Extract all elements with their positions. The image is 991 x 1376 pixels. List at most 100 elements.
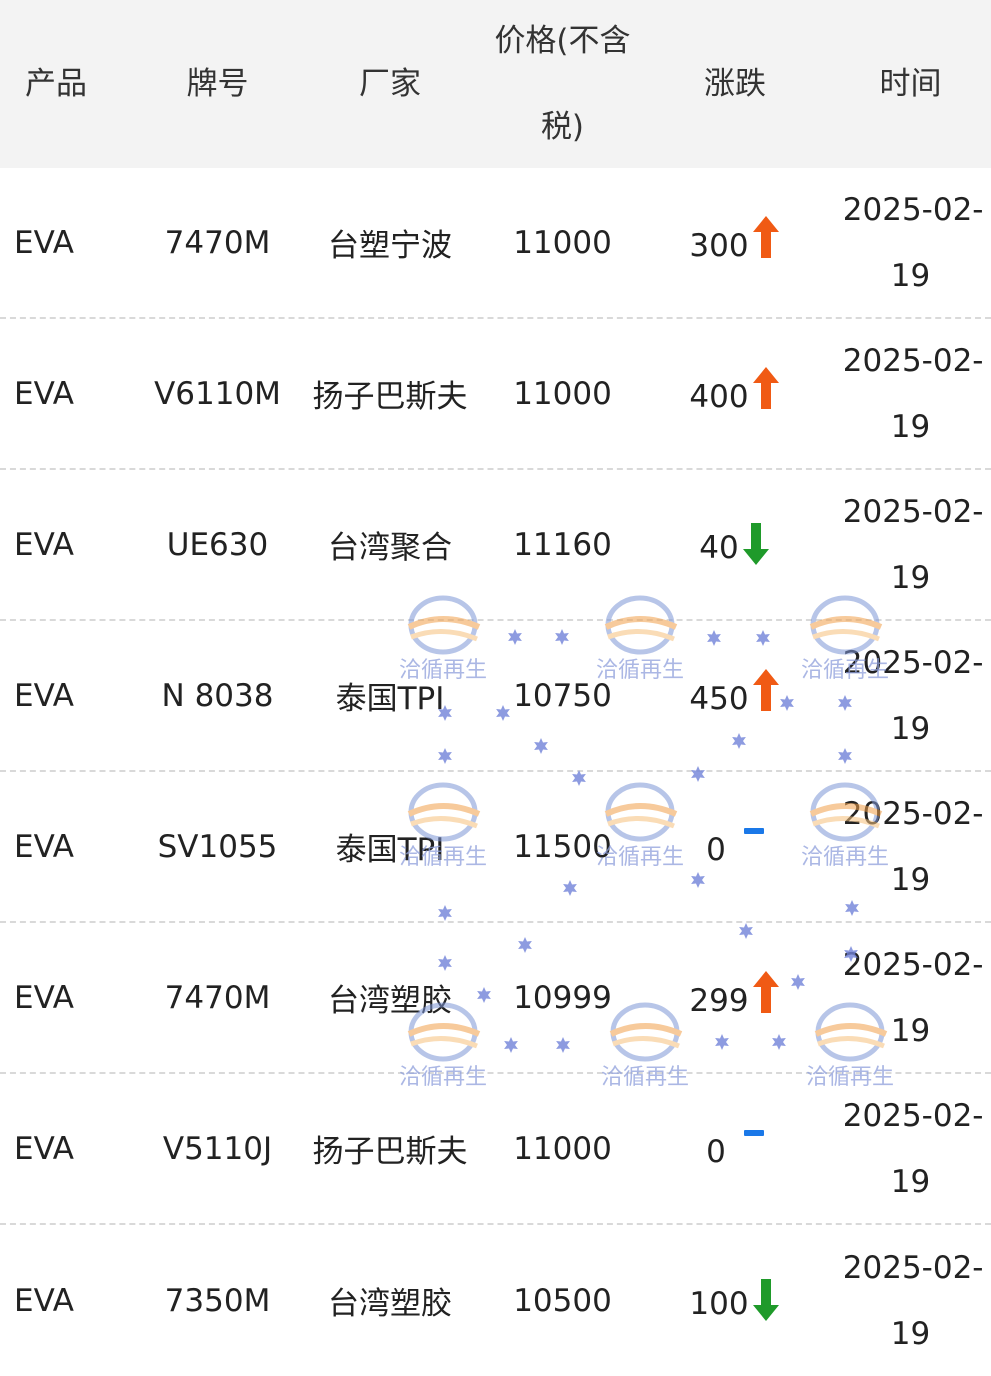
change-wrap: 300 (689, 215, 780, 264)
change-text: 400 (689, 378, 749, 415)
product-text: EVA (14, 526, 75, 563)
cell-product: EVA (0, 923, 102, 1072)
arrow-down-icon (742, 522, 769, 565)
cell-time: 2025-02- 19 (830, 319, 991, 468)
grade-text: 7470M (164, 979, 271, 1016)
change-wrap: 299 (689, 970, 780, 1019)
price-text: 11500 (513, 828, 612, 865)
grade-text: 7470M (164, 224, 271, 261)
header-price-line2: 税) (540, 109, 585, 145)
change-wrap: 40 (699, 522, 770, 567)
product-text: EVA (14, 979, 75, 1016)
cell-change: 100 (660, 1225, 810, 1376)
change-wrap: 450 (689, 668, 780, 717)
time-date-part: 2025-02- (842, 1249, 984, 1286)
cell-change: 400 (660, 319, 810, 468)
cell-change: 450 (660, 621, 810, 770)
header-maker: 厂家 (359, 66, 421, 102)
flat-dash-icon (743, 1129, 764, 1136)
table-row-6[interactable]: EVA 7470M 台湾塑胶 10999 299 2025-02- 19 (0, 923, 991, 1074)
product-text: EVA (14, 375, 75, 412)
change-wrap: 400 (689, 366, 780, 415)
time-day-part: 19 (890, 1163, 931, 1200)
time-day-part: 19 (890, 257, 931, 294)
cell-time: 2025-02- 19 (830, 1225, 991, 1376)
time-text: 2025-02- 19 (834, 479, 988, 611)
time-date-part: 2025-02- (842, 644, 984, 681)
time-text: 2025-02- 19 (834, 781, 988, 913)
cell-maker: 台塑宁波 (300, 168, 480, 317)
cell-grade: N 8038 (140, 621, 295, 770)
cell-time: 2025-02- 19 (830, 168, 991, 317)
grade-text: 7350M (164, 1282, 271, 1319)
time-date-part: 2025-02- (842, 342, 984, 379)
cell-time: 2025-02- 19 (830, 923, 991, 1072)
maker-text: 泰国TPI (335, 832, 445, 868)
time-date-part: 2025-02- (842, 493, 984, 530)
product-text: EVA (14, 828, 75, 865)
cell-price: 11000 (490, 319, 635, 468)
time-day-part: 19 (890, 1315, 931, 1352)
time-text: 2025-02- 19 (834, 630, 988, 762)
table-row-5[interactable]: EVA SV1055 泰国TPI 11500 0 2025-02- 19 (0, 772, 991, 923)
cell-maker: 扬子巴斯夫 (300, 1074, 480, 1223)
cell-product: EVA (0, 319, 102, 468)
cell-grade: SV1055 (140, 772, 295, 921)
cell-price: 11500 (490, 772, 635, 921)
maker-text: 台塑宁波 (328, 228, 452, 264)
time-day-part: 19 (890, 408, 931, 445)
change-text: 450 (689, 680, 749, 717)
grade-text: N 8038 (161, 677, 274, 714)
table-row-2[interactable]: EVA V6110M 扬子巴斯夫 11000 400 2025-02- 19 (0, 319, 991, 470)
cell-change: 300 (660, 168, 810, 317)
table-row-8[interactable]: EVA 7350M 台湾塑胶 10500 100 2025-02- 19 (0, 1225, 991, 1376)
price-text: 11000 (513, 375, 612, 412)
cell-grade: V6110M (140, 319, 295, 468)
cell-price: 10750 (490, 621, 635, 770)
time-date-part: 2025-02- (842, 1097, 984, 1134)
arrow-up-icon (752, 668, 779, 711)
change-text: 299 (689, 982, 749, 1019)
arrow-up-icon (752, 215, 779, 258)
time-date-part: 2025-02- (842, 946, 984, 983)
cell-product: EVA (0, 470, 102, 619)
cell-maker: 泰国TPI (300, 772, 480, 921)
change-text: 0 (706, 1133, 726, 1170)
maker-text: 台湾塑胶 (328, 983, 452, 1019)
maker-text: 扬子巴斯夫 (312, 379, 468, 415)
price-text: 11000 (513, 224, 612, 261)
table-row-7[interactable]: EVA V5110J 扬子巴斯夫 11000 0 2025-02- 19 (0, 1074, 991, 1225)
table-row-1[interactable]: EVA 7470M 台塑宁波 11000 300 2025-02- 19 (0, 168, 991, 319)
maker-text: 台湾塑胶 (328, 1286, 452, 1322)
cell-time: 2025-02- 19 (830, 621, 991, 770)
cell-product: EVA (0, 168, 102, 317)
header-time: 时间 (879, 66, 942, 102)
cell-grade: V5110J (140, 1074, 295, 1223)
time-text: 2025-02- 19 (834, 177, 988, 309)
cell-maker: 台湾聚合 (300, 470, 480, 619)
cell-price: 10500 (490, 1225, 635, 1376)
arrow-down-icon (752, 1278, 779, 1321)
table-row-4[interactable]: EVA N 8038 泰国TPI 10750 450 2025-02- 19 (0, 621, 991, 772)
change-text: 300 (689, 227, 749, 264)
flat-dash-icon (743, 827, 764, 834)
product-text: EVA (14, 1130, 75, 1167)
time-day-part: 19 (890, 861, 931, 898)
table-body: EVA 7470M 台塑宁波 11000 300 2025-02- 19 EVA… (0, 168, 991, 1376)
cell-change: 0 (660, 1074, 810, 1223)
grade-text: V5110J (162, 1130, 273, 1167)
cell-time: 2025-02- 19 (830, 772, 991, 921)
product-text: EVA (14, 224, 75, 261)
time-text: 2025-02- 19 (834, 932, 988, 1064)
cell-price: 11000 (490, 168, 635, 317)
table-row-3[interactable]: EVA UE630 台湾聚合 11160 40 2025-02- 19 (0, 470, 991, 621)
header-price: 价格(不含 税) (480, 0, 645, 168)
header-grade: 牌号 (186, 66, 249, 102)
cell-time: 2025-02- 19 (830, 470, 991, 619)
table-header: 产品 牌号 厂家 价格(不含 税) 涨跌 时间 (0, 0, 991, 168)
product-text: EVA (14, 1282, 75, 1319)
cell-maker: 台湾塑胶 (300, 1225, 480, 1376)
cell-maker: 扬子巴斯夫 (300, 319, 480, 468)
cell-maker: 台湾塑胶 (300, 923, 480, 1072)
